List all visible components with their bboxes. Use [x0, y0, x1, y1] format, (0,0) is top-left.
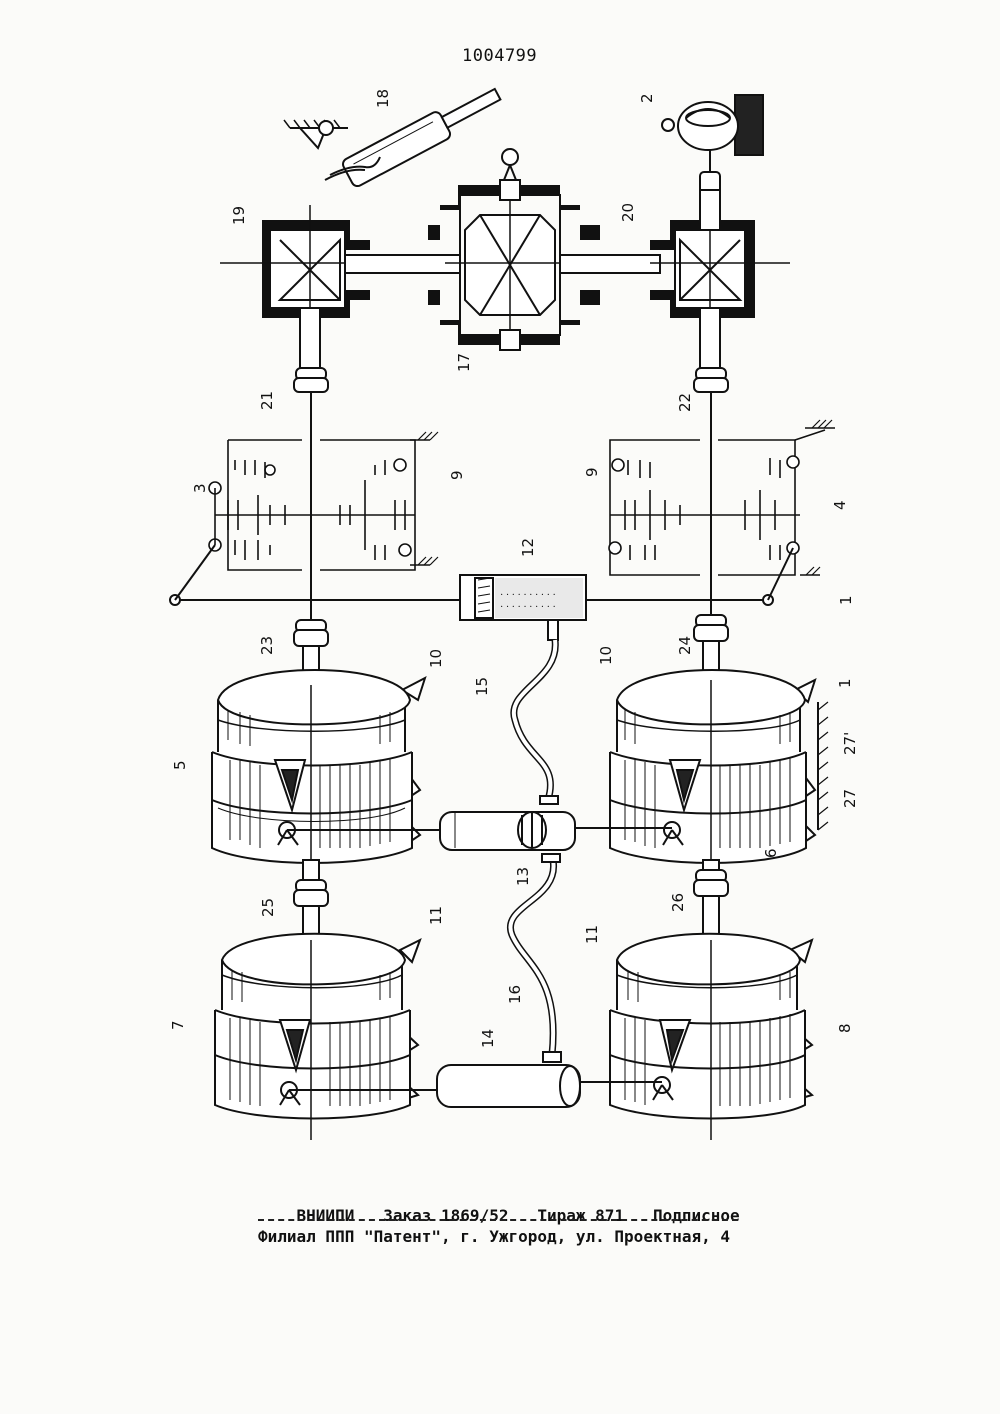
label-5: 5	[171, 760, 189, 770]
label-26: 26	[669, 893, 687, 912]
hose-15-inner	[514, 640, 556, 800]
shaft-19-17	[345, 255, 460, 273]
order-number: Заказ 1869/52	[383, 1206, 508, 1225]
label-8: 8	[836, 1023, 854, 1033]
print-run: Тираж 871	[537, 1206, 624, 1225]
label-6: 6	[762, 848, 780, 858]
angle-gearbox-20	[650, 190, 790, 370]
angle-gearbox-19	[220, 205, 370, 370]
planetary-gear-3	[209, 440, 311, 570]
planetary-gear-9-right	[609, 440, 711, 575]
label-21: 21	[258, 391, 276, 410]
label-1-mid: 1	[836, 678, 854, 688]
label-10-right: 10	[597, 646, 615, 665]
svg-text:· · · · · · · · · ·: · · · · · · · · · ·	[500, 602, 556, 613]
label-11-right: 11	[583, 925, 601, 944]
hose-16-outer	[510, 860, 553, 1055]
label-18: 18	[374, 89, 392, 108]
wheel-hub-6	[610, 670, 828, 880]
publisher: ВНИИПИ	[297, 1206, 355, 1225]
label-27-prime: 27'	[841, 732, 859, 755]
coupling-right-upper	[694, 368, 728, 392]
label-9-left: 9	[448, 470, 466, 480]
label-14: 14	[479, 1029, 497, 1048]
label-20: 20	[619, 203, 637, 222]
planetary-gear-9-left	[311, 432, 438, 570]
label-11-left: 11	[427, 906, 445, 925]
planetary-gear-4	[711, 420, 835, 575]
label-7: 7	[169, 1020, 187, 1030]
label-1-top: 1	[837, 595, 855, 605]
label-9-right: 9	[583, 467, 601, 477]
control-element-2	[662, 95, 763, 194]
subscription-note: Подписное	[653, 1206, 740, 1225]
label-3: 3	[191, 483, 209, 493]
label-13: 13	[514, 867, 532, 886]
hydraulic-reservoir-12: · · · · · · · · · · · · · · · · · · · ·	[460, 575, 586, 640]
hydraulic-cylinder-18	[284, 82, 520, 190]
label-24: 24	[676, 636, 694, 655]
label-17: 17	[455, 353, 473, 372]
label-12: 12	[519, 538, 537, 557]
label-10-left: 10	[427, 649, 445, 668]
separator-line	[258, 1219, 738, 1221]
shaft-17-20	[560, 255, 660, 273]
coupling-left-upper	[294, 368, 328, 392]
wheel-hub-5	[212, 670, 425, 880]
label-16: 16	[506, 985, 524, 1004]
wheel-hub-8	[610, 934, 812, 1140]
label-19: 19	[230, 206, 248, 225]
label-15: 15	[473, 677, 491, 696]
label-22: 22	[676, 393, 694, 412]
label-2: 2	[638, 93, 656, 103]
imprint-line-2: Филиал ППП "Патент", г. Ужгород, ул. Про…	[258, 1227, 730, 1246]
wheel-hub-7	[215, 934, 420, 1140]
label-27: 27	[841, 789, 859, 808]
svg-text:· · · · · · · · · ·: · · · · · · · · · ·	[500, 590, 556, 601]
label-25: 25	[259, 898, 277, 917]
label-4: 4	[831, 500, 849, 510]
label-23: 23	[258, 636, 276, 655]
